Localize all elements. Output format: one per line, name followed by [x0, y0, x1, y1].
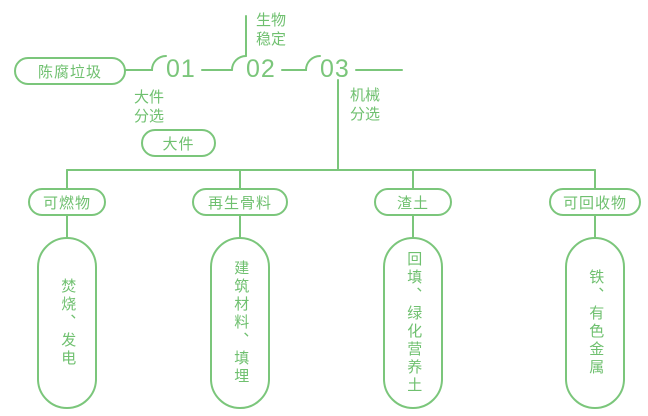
source-pill: 陈腐垃圾 [14, 57, 126, 85]
branch-detail-recycled-aggregate: 建筑材料、填埋 [232, 260, 250, 386]
mechanical-sorting-label: 机械分选 [350, 87, 381, 123]
branch-detail-residue-soil: 回填、绿化营养土 [405, 251, 423, 395]
bulky-output-pill: 大件 [141, 129, 216, 157]
step-number-03: 03 [320, 55, 350, 83]
branch-box-residue-soil: 回填、绿化营养土 [383, 237, 443, 409]
branch-detail-combustibles: 焚烧、发电 [59, 278, 77, 368]
step-number-01: 01 [166, 55, 196, 83]
branch-detail-recyclables: 铁、有色金属 [587, 269, 605, 377]
branch-pill-residue-soil: 渣土 [374, 188, 452, 216]
branch-box-combustibles: 焚烧、发电 [37, 237, 97, 409]
branch-box-recyclables: 铁、有色金属 [565, 237, 625, 409]
step-number-02: 02 [246, 55, 276, 83]
branch-box-recycled-aggregate: 建筑材料、填埋 [210, 237, 270, 409]
bulky-sorting-label: 大件分选 [134, 89, 165, 125]
branch-label-recycled-aggregate: 再生骨料 [207, 194, 272, 212]
branch-pill-combustibles: 可燃物 [28, 188, 106, 216]
branch-label-residue-soil: 渣土 [396, 194, 429, 212]
branch-pill-recycled-aggregate: 再生骨料 [192, 188, 288, 216]
source-label: 陈腐垃圾 [37, 63, 102, 81]
branch-label-recyclables: 可回收物 [562, 194, 627, 212]
bio-stabilization-label: 生物稳定 [256, 12, 287, 48]
branch-label-combustibles: 可燃物 [42, 194, 91, 212]
bulky-output-label: 大件 [162, 135, 195, 153]
branch-pill-recyclables: 可回收物 [549, 188, 641, 216]
